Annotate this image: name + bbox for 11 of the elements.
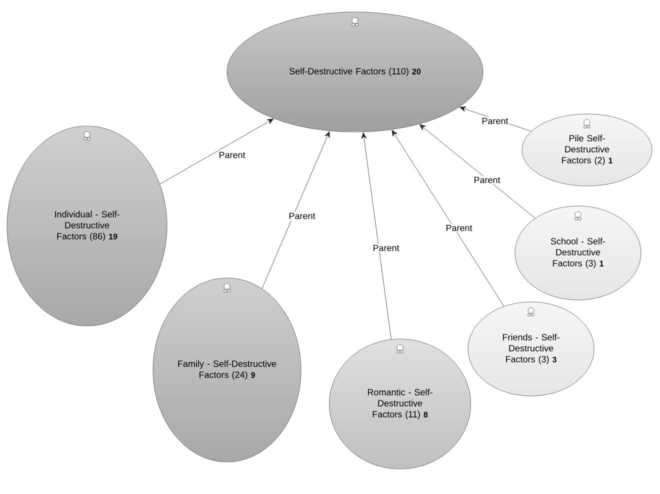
edge-label: Parent [480,116,510,126]
arrow [392,130,504,307]
edge-label: Parent [372,244,400,252]
edge-label: Parent [472,176,502,184]
arrow [160,118,274,184]
edge-label: Parent [288,212,316,220]
edge-label: Parent [218,150,246,160]
arrow [419,124,536,218]
arrow [361,132,392,340]
edge-label: Parent [444,224,474,232]
arrow [262,131,330,289]
